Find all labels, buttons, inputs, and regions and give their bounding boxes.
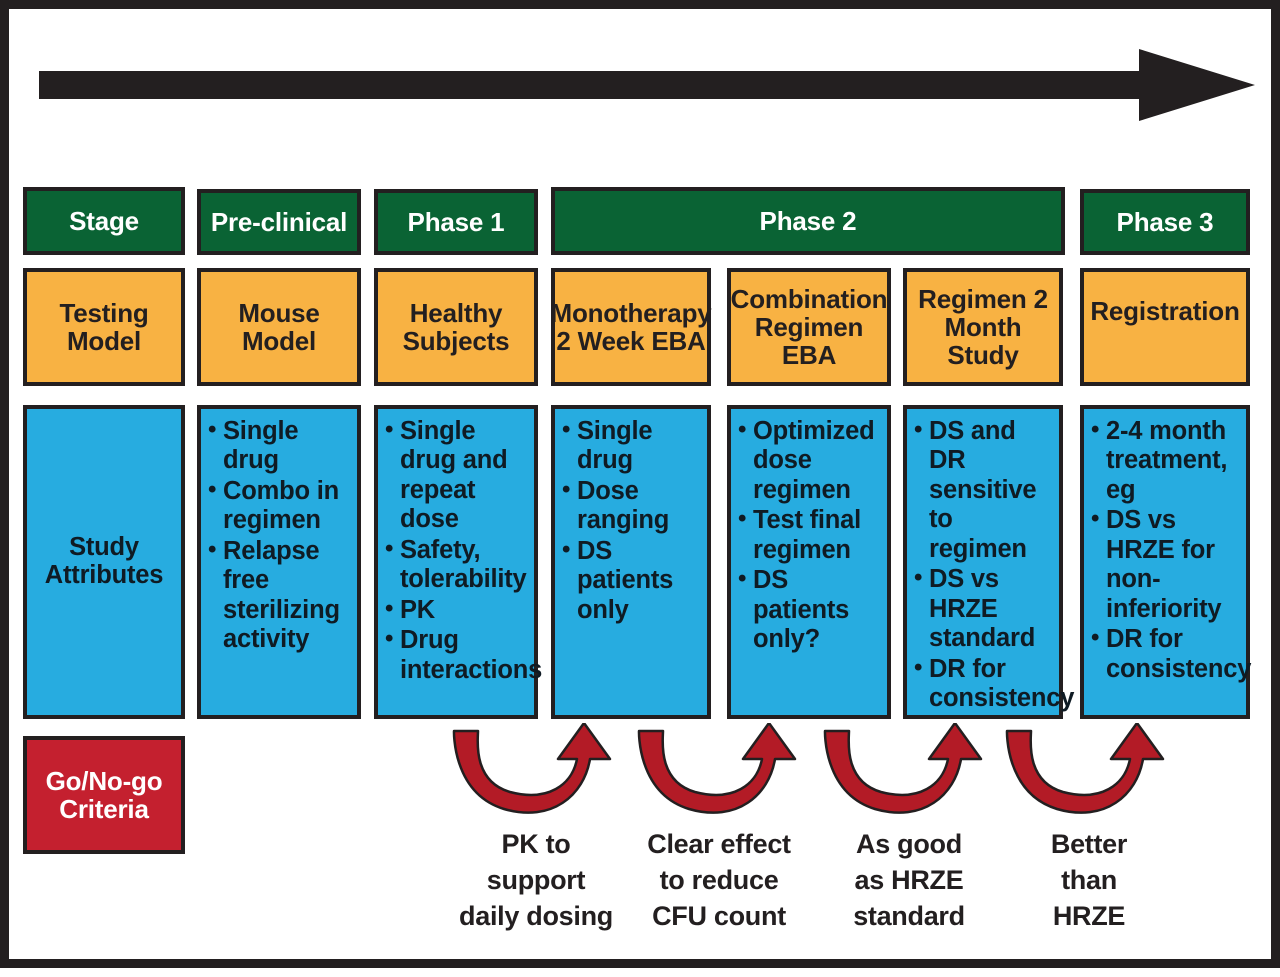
attribute-list: Single drug Dose ranging DS patients onl… — [562, 416, 703, 626]
testing-model-header-text: Testing Model — [59, 297, 149, 356]
list-item: DS patients only — [562, 536, 703, 625]
stage-header-cell[interactable]: Stage — [23, 187, 185, 255]
list-item: DR for consistency — [914, 654, 1074, 714]
attribute-list: 2-4 month treatment, eg DS vs HRZE for n… — [1091, 416, 1251, 685]
testing-model-cell-combination-eba[interactable]: Combination Regimen EBA — [727, 268, 891, 386]
study-attributes-cell-registration[interactable]: 2-4 month treatment, eg DS vs HRZE for n… — [1080, 405, 1251, 719]
list-item: DS vs HRZE for non-inferiority — [1091, 505, 1242, 624]
study-attributes-cell-pre-clinical[interactable]: Single drug Combo in regimen Relapse fre… — [197, 405, 361, 719]
testing-model-cell-regimen-2-month[interactable]: Regimen 2 Month Study — [903, 268, 1063, 386]
stage-cell-phase-3[interactable]: Phase 3 — [1080, 189, 1250, 255]
list-item: Optimized dose regimen — [738, 416, 883, 505]
list-item: Single drug and repeat dose — [385, 416, 530, 535]
list-item: DS patients only? — [738, 565, 883, 654]
list-item: 2-4 month treatment, eg — [1091, 416, 1242, 505]
study-attributes-cell-phase-1[interactable]: Single drug and repeat dose Safety, tole… — [374, 405, 542, 719]
testing-model-cell-monotherapy-eba[interactable]: Monotherapy 2 Week EBA — [550, 268, 712, 386]
list-item: DS vs HRZE standard — [914, 564, 1055, 653]
list-item: Dose ranging — [562, 476, 703, 536]
criteria-label-as-good-as-hrze: As good as HRZE standard — [853, 829, 965, 931]
list-item: Single drug — [562, 416, 703, 476]
attribute-list: Optimized dose regimen Test final regime… — [738, 416, 883, 656]
testing-model-cell-registration[interactable]: Registration — [1080, 268, 1250, 386]
go-no-go-header-cell[interactable]: Go/No-go Criteria — [23, 736, 185, 854]
criteria-label-pk-daily-dosing: PK to support daily dosing — [459, 829, 613, 931]
testing-model-header-cell[interactable]: Testing Model — [23, 268, 185, 386]
list-item: Drug interactions — [385, 625, 542, 685]
list-item: Relapse free sterilizing activity — [208, 536, 353, 655]
stage-cell-phase-1[interactable]: Phase 1 — [374, 189, 538, 255]
stage-cell-phase-2[interactable]: Phase 2 — [551, 187, 1065, 255]
diagram-canvas: Stage Pre-clinical Phase 1 Phase 2 Phase… — [9, 9, 1280, 977]
gonogo-arrow-better-than-hrze — [1005, 723, 1165, 814]
attribute-list: DS and DR sensitive to regimen DS vs HRZ… — [914, 416, 1074, 714]
study-attributes-cell-monotherapy-eba[interactable]: Single drug Dose ranging DS patients onl… — [551, 405, 711, 719]
study-attributes-header-cell[interactable]: Study Attributes — [23, 405, 185, 719]
attribute-list: Single drug and repeat dose Safety, tole… — [385, 416, 542, 686]
list-item: DR for consistency — [1091, 624, 1251, 684]
study-attributes-cell-regimen-2-month[interactable]: DS and DR sensitive to regimen DS vs HRZ… — [903, 405, 1074, 719]
gonogo-arrow-pk-daily-dosing — [452, 723, 612, 814]
list-item: Single drug — [208, 416, 353, 476]
list-item: DS and DR sensitive to regimen — [914, 416, 1055, 564]
attribute-list: Single drug Combo in regimen Relapse fre… — [208, 416, 353, 656]
study-attributes-cell-combination-eba[interactable]: Optimized dose regimen Test final regime… — [727, 405, 891, 719]
testing-model-cell-healthy-subjects[interactable]: Healthy Subjects — [374, 268, 538, 386]
timeline-right-arrow-icon — [39, 49, 1255, 121]
list-item: Combo in regimen — [208, 476, 353, 536]
testing-model-cell-mouse-model[interactable]: Mouse Model — [197, 268, 361, 386]
criteria-label-cfu-reduction: Clear effect to reduce CFU count — [647, 829, 791, 931]
stage-cell-pre-clinical[interactable]: Pre-clinical — [197, 189, 361, 255]
list-item: Test final regimen — [738, 505, 883, 565]
gonogo-arrow-cfu-reduction — [637, 723, 797, 814]
list-item: Safety, tolerability — [385, 535, 530, 595]
list-item: PK — [385, 595, 530, 625]
criteria-label-better-than-hrze: Better than HRZE — [1050, 829, 1128, 931]
gonogo-arrow-as-good-as-hrze — [823, 723, 983, 814]
